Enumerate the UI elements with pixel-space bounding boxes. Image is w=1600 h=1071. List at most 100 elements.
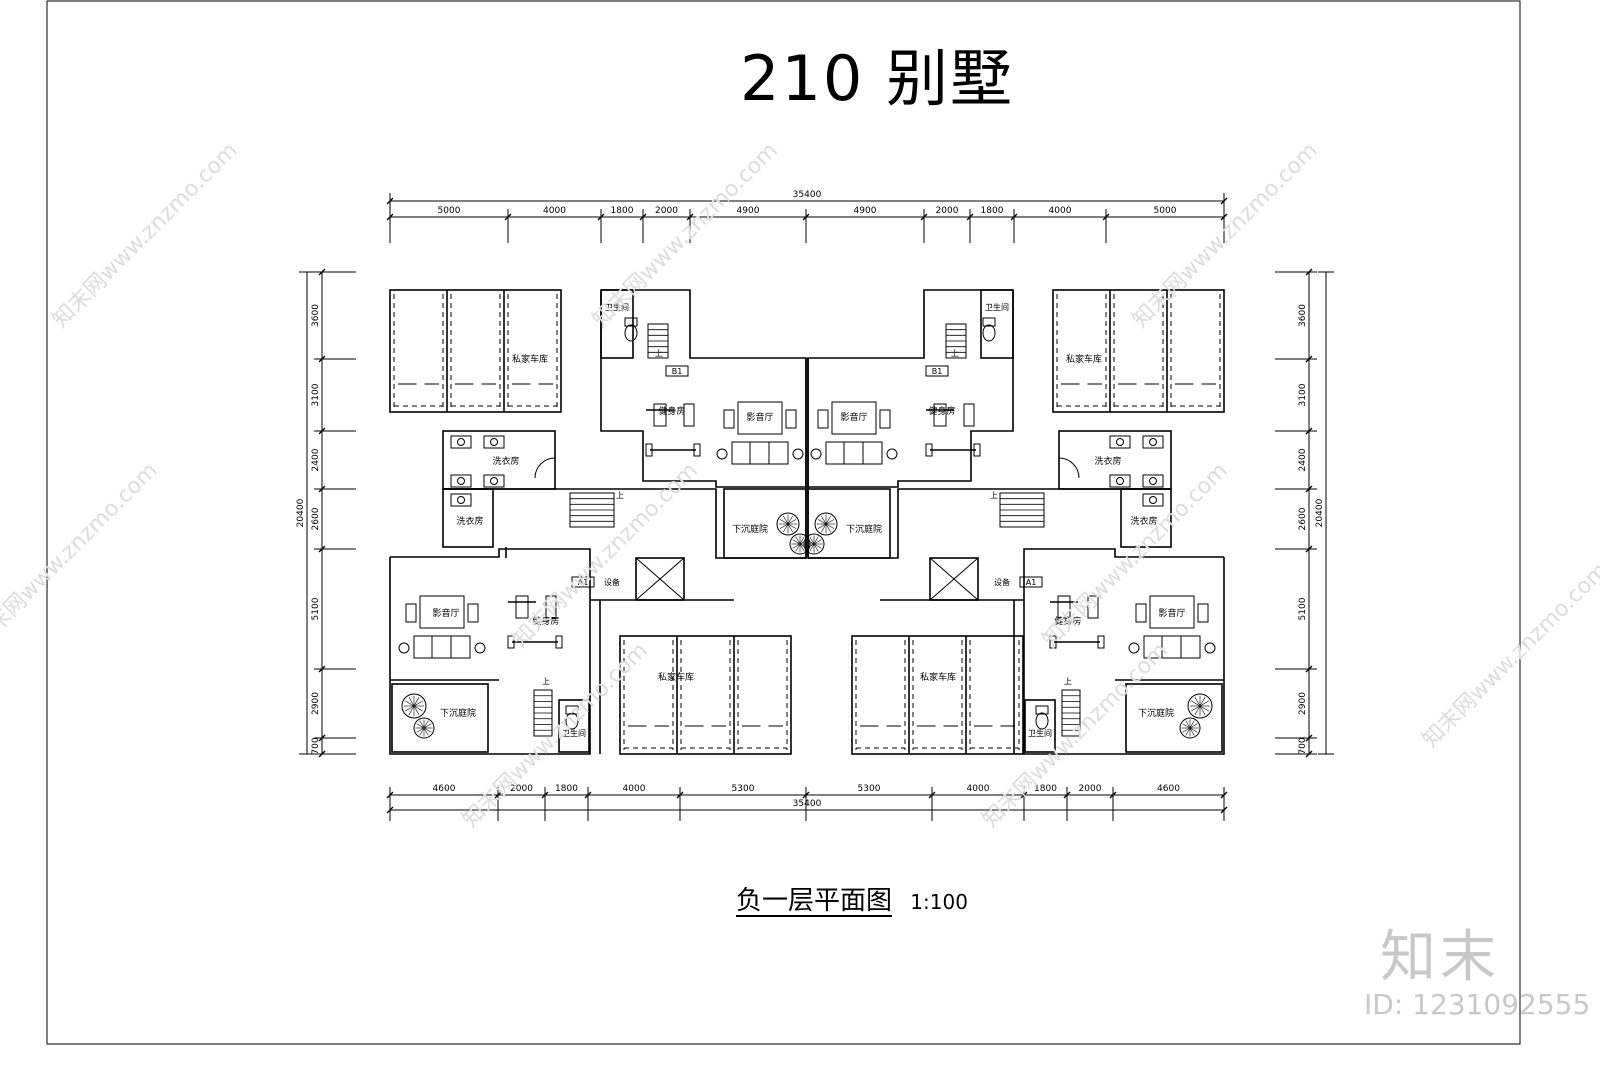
bottom-dim-label-3: 4000 bbox=[623, 784, 646, 794]
tree-tr-1-spoke bbox=[817, 519, 827, 525]
garage-bottom-left-label: 私家车库 bbox=[658, 671, 694, 683]
theater-lower-left-lamp-r bbox=[474, 642, 486, 654]
bottom-dim-slash-9 bbox=[1109, 791, 1117, 799]
bottom-dim-slash-6 bbox=[928, 791, 936, 799]
top-dim-label-3: 2000 bbox=[655, 206, 678, 216]
toilet-top-right bbox=[980, 289, 1014, 359]
watermark-3: 知末网www.znzmo.com bbox=[0, 458, 163, 653]
tree-br-2 bbox=[1179, 717, 1201, 739]
tag-b1-right bbox=[925, 365, 949, 377]
gym-lower-left-plate-r bbox=[555, 635, 563, 649]
watermark-8: 知末网www.znzmo.com bbox=[978, 638, 1173, 833]
bottom-dim-slash-10 bbox=[1220, 791, 1228, 799]
tree-tr-2-spoke bbox=[813, 539, 822, 545]
sunken-garden-tr-label: 下沉庭院 bbox=[846, 523, 882, 535]
toilet-top-right-fixture-tank bbox=[982, 317, 996, 327]
id-label: ID: 1231092555 bbox=[1364, 988, 1591, 1021]
plan-name: 负一层平面图 bbox=[736, 886, 893, 916]
page-title: 210 别墅 bbox=[740, 42, 1015, 115]
toilet-lower-right-fixture-tank bbox=[1035, 705, 1049, 715]
top-dim-total-label: 35400 bbox=[793, 190, 822, 200]
garage-bottom-left-outline bbox=[619, 635, 792, 755]
top-dim-slash-3 bbox=[639, 213, 647, 221]
washer-tl-2-drum bbox=[490, 438, 498, 446]
wall-top-left-core bbox=[600, 289, 807, 488]
toilet-top-left-fixture-tank bbox=[624, 317, 638, 327]
top-dim-total-slash-0 bbox=[386, 197, 394, 205]
tag-a1-left-label: A1 bbox=[578, 578, 589, 587]
toilet-top-right-fixture-bowl bbox=[982, 324, 996, 342]
theater-lower-left-sofa bbox=[413, 635, 471, 659]
tag-b1-left-label: B1 bbox=[672, 367, 683, 376]
bottom-dim-label-8: 2000 bbox=[1079, 784, 1102, 794]
tree-br-2-spoke bbox=[1189, 727, 1195, 736]
gym-top-right-label: 健身房 bbox=[928, 405, 955, 417]
watermark-0: 知末网www.znzmo.com bbox=[48, 138, 243, 333]
washer-tr-3-drum bbox=[1116, 477, 1124, 485]
gym-lower-right-machine bbox=[1087, 595, 1099, 619]
tree-bl-2-spoke bbox=[419, 727, 425, 736]
bottom-dim-label-6: 4000 bbox=[967, 784, 990, 794]
theater-top-left-sofa bbox=[731, 441, 789, 465]
right-dim-slash-0 bbox=[1305, 268, 1313, 276]
bottom-dim-slash-8 bbox=[1063, 791, 1071, 799]
top-dim-slash-6 bbox=[920, 213, 928, 221]
theater-top-right-lamp-r bbox=[886, 448, 898, 460]
laundry-top-right-label: 洗衣房 bbox=[1094, 455, 1121, 467]
theater-top-left-lamp-l bbox=[716, 448, 728, 460]
top-dim-slash-1 bbox=[504, 213, 512, 221]
left-dim-label-1: 3100 bbox=[311, 383, 321, 406]
washer-tl-3 bbox=[450, 474, 472, 488]
left-dim-label-3: 2600 bbox=[311, 507, 321, 530]
sunken-garden-br bbox=[1125, 683, 1223, 753]
tree-bl-2-spoke bbox=[423, 720, 429, 729]
theater-lower-right-chair-l bbox=[1135, 603, 1147, 623]
top-dim-label-0: 5000 bbox=[438, 206, 461, 216]
top-dim-slash-8 bbox=[1010, 213, 1018, 221]
top-dim-label-9: 5000 bbox=[1154, 206, 1177, 216]
left-dim-slash-5 bbox=[318, 665, 326, 673]
tree-bl-2 bbox=[413, 717, 435, 739]
tree-bl-1-spoke bbox=[408, 697, 415, 707]
sheet-border bbox=[46, 0, 1521, 1045]
right-dim-label-2: 2400 bbox=[1298, 448, 1308, 471]
top-dim-slash-2 bbox=[597, 213, 605, 221]
left-dim-slash-1 bbox=[318, 355, 326, 363]
bottom-dim-total-label: 35400 bbox=[793, 799, 822, 809]
tree-br-2-spoke bbox=[1189, 723, 1198, 729]
theater-top-right-label: 影音厅 bbox=[840, 411, 867, 423]
toilet-lower-left-fixture-bowl bbox=[565, 712, 579, 730]
tree-tl-1 bbox=[776, 512, 800, 536]
top-dim-label-7: 1800 bbox=[981, 206, 1004, 216]
laundry-top-left-label: 洗衣房 bbox=[492, 455, 519, 467]
gym-top-left-plate-l bbox=[645, 443, 653, 457]
top-dim-label-4: 4900 bbox=[737, 206, 760, 216]
gym-top-left-plate-r bbox=[693, 443, 701, 457]
washer-tl-1-drum bbox=[457, 438, 465, 446]
gym-lower-left-plate-l bbox=[507, 635, 515, 649]
tree-bl-2-spoke bbox=[423, 727, 432, 733]
tree-tl-1-spoke bbox=[783, 515, 789, 525]
tree-br-1-spoke bbox=[1191, 705, 1201, 712]
left-dim-label-5: 2900 bbox=[311, 692, 321, 715]
left-dim-slash-2 bbox=[318, 427, 326, 435]
tree-bl-1-spoke bbox=[413, 697, 420, 707]
door-swing-tl bbox=[534, 457, 556, 479]
right-dim-slash-3 bbox=[1305, 485, 1313, 493]
left-dim-label-4: 5100 bbox=[311, 597, 321, 620]
tree-tr-2-spoke bbox=[809, 536, 815, 545]
washer-tr-3 bbox=[1109, 474, 1131, 488]
theater-lower-left-chair-r bbox=[467, 603, 479, 623]
tree-bl-2-spoke bbox=[416, 727, 425, 733]
tree-tl-1-spoke bbox=[779, 523, 789, 529]
tree-br-1-spoke bbox=[1199, 705, 1209, 712]
theater-top-left-table bbox=[737, 401, 783, 435]
wall-lower-left bbox=[389, 548, 591, 755]
tree-tr-1-spoke bbox=[825, 515, 831, 525]
garage-top-left-outline bbox=[389, 289, 562, 413]
washer-tl-3-drum bbox=[457, 477, 465, 485]
gym-lower-left-bench bbox=[515, 595, 529, 619]
tree-tr-1-spoke bbox=[825, 523, 835, 529]
bottom-dim-label-1: 2000 bbox=[510, 784, 533, 794]
